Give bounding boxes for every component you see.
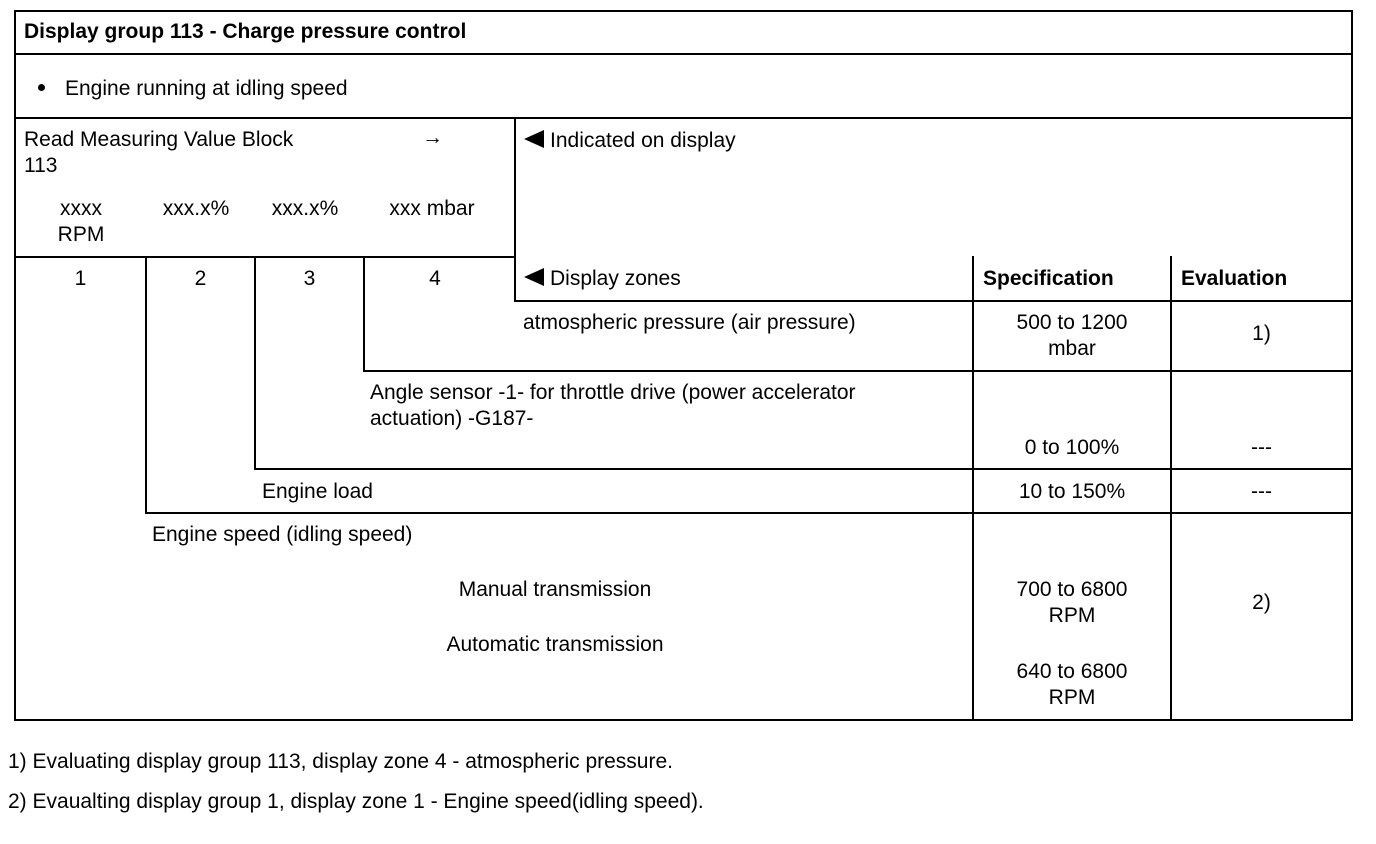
zone-number: 3: [303, 267, 316, 290]
row-atmospheric-spec: 500 to 1200: [1016, 311, 1128, 334]
rule: [972, 256, 974, 721]
row-engine-load-evaluation: ---: [1251, 480, 1272, 503]
field-2-value: xxx.x%: [162, 197, 230, 220]
evaluation-header: Evaluation: [1181, 267, 1288, 290]
row-angle-sensor-label-2: actuation) -G187-: [370, 407, 534, 430]
field-4-value: xxx mbar: [389, 197, 475, 220]
display-zones-label: Display zones: [524, 266, 681, 292]
row-angle-sensor-label: Angle sensor -1- for throttle drive (pow…: [370, 381, 856, 404]
row-engine-speed-spec-auto-unit: RPM: [1048, 686, 1096, 709]
zone-number: 1: [74, 267, 87, 290]
rule: [14, 10, 1353, 12]
arrow-right-icon: →: [422, 126, 443, 149]
rule: [14, 10, 16, 721]
row-angle-sensor-spec: 0 to 100%: [1024, 436, 1120, 459]
field-3-value: xxx.x%: [271, 197, 339, 220]
rule: [254, 468, 1353, 470]
rule: [14, 256, 516, 258]
rule: [145, 256, 147, 514]
row-engine-speed-manual: Manual transmission: [458, 578, 652, 601]
rule: [1170, 256, 1172, 721]
triangle-left-icon: [524, 130, 544, 148]
field-1-value: xxxx: [60, 197, 102, 220]
table-title: Display group 113 - Charge pressure cont…: [24, 20, 467, 43]
rule: [514, 117, 516, 302]
row-engine-speed-automatic: Automatic transmission: [446, 633, 664, 656]
row-engine-speed-label: Engine speed (idling speed): [152, 523, 413, 546]
rule: [363, 256, 365, 372]
rule: [363, 370, 1353, 372]
row-engine-speed-spec-auto: 640 to 6800: [1016, 660, 1128, 683]
rule: [14, 719, 1353, 721]
field-1-unit: RPM: [57, 223, 105, 246]
rule: [14, 117, 1353, 119]
block-number: 113: [24, 154, 58, 177]
read-block-label: Read Measuring Value Block: [24, 128, 294, 151]
row-engine-speed-spec-manual: 700 to 6800: [1016, 578, 1128, 601]
zone-number: 4: [429, 267, 441, 290]
row-engine-load-spec: 10 to 150%: [1018, 480, 1126, 503]
row-atmospheric-spec-unit: mbar: [1048, 337, 1096, 360]
row-atmospheric-evaluation: 1): [1252, 322, 1271, 345]
zone-number: 2: [194, 267, 207, 290]
row-atmospheric-label: atmospheric pressure (air pressure): [523, 311, 856, 334]
row-engine-load-label: Engine load: [262, 480, 373, 503]
specification-header: Specification: [983, 267, 1114, 290]
footnote: 1) Evaluating display group 113, display…: [8, 750, 673, 773]
row-engine-speed-spec-manual-unit: RPM: [1048, 604, 1096, 627]
row-engine-speed-evaluation: 2): [1252, 591, 1271, 614]
indicated-label: Indicated on display: [524, 128, 736, 154]
rule: [145, 512, 1353, 514]
footnote: 2) Evaualting display group 1, display z…: [8, 790, 704, 813]
rule: [14, 53, 1353, 55]
condition-row: Engine running at idling speed: [24, 76, 348, 102]
bullet-icon: [38, 84, 45, 91]
condition-text: Engine running at idling speed: [65, 77, 348, 100]
rule: [254, 256, 256, 470]
triangle-left-icon: [524, 268, 544, 286]
row-angle-sensor-evaluation: ---: [1251, 436, 1272, 459]
rule: [1351, 10, 1353, 721]
rule: [515, 300, 1353, 302]
